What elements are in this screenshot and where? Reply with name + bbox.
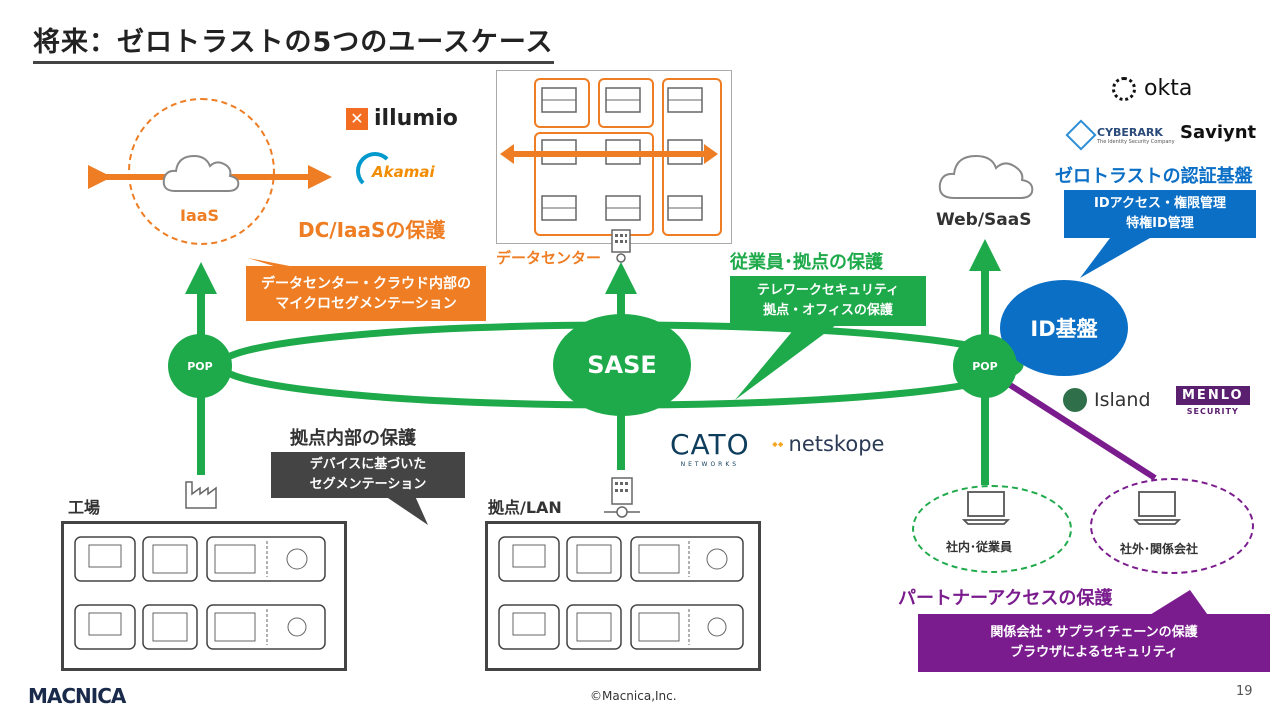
internal-employee-label: 社内･従業員 xyxy=(946,540,1013,554)
akamai-icon xyxy=(356,152,394,190)
okta-icon xyxy=(1112,76,1136,101)
illumio-icon: ✕ xyxy=(346,107,368,130)
dc-rack-group-2 xyxy=(598,78,654,128)
netskope-icon: ⬩⬩ xyxy=(772,434,784,453)
branch-devices xyxy=(498,536,744,650)
menlo-logo: MENLO SECURITY xyxy=(1176,386,1250,416)
page-title: 将来：ゼロトラストの5つのユースケース xyxy=(33,20,554,64)
bubble-tail-branch xyxy=(385,496,428,525)
cyberark-icon xyxy=(1065,119,1097,151)
external-partner-label: 社外･関係会社 xyxy=(1120,542,1199,556)
okta-logo: okta xyxy=(1112,76,1192,101)
server-icons xyxy=(500,87,718,221)
iaas-label: IaaS xyxy=(180,206,220,225)
datacenter-label: データセンター xyxy=(496,249,602,267)
page-number: 19 xyxy=(1236,684,1253,699)
usecase-branch-box: デバイスに基づいた セグメンテーション xyxy=(271,452,465,498)
copyright-text: ©Macnica,Inc. xyxy=(590,689,677,703)
building-icon xyxy=(611,229,631,263)
usecase-dc-box: データセンター・クラウド内部の マイクロセグメンテーション xyxy=(246,266,486,321)
bubble-tail-partner xyxy=(1145,590,1210,618)
island-logo: Island xyxy=(1063,388,1151,412)
iaas-zone xyxy=(128,98,275,245)
branch-lan-label: 拠点/LAN xyxy=(488,498,562,517)
netskope-logo: ⬩⬩ netskope xyxy=(772,432,885,456)
cato-logo: CATO NETWORKS xyxy=(670,428,750,468)
dc-rack-group-4 xyxy=(534,132,654,236)
island-icon xyxy=(1063,388,1087,412)
bubble-tail-auth xyxy=(1080,238,1150,278)
external-partner-zone xyxy=(1090,478,1254,574)
branch-building-icon xyxy=(604,477,640,518)
usecase-auth-box: IDアクセス・権限管理 特権ID管理 xyxy=(1064,190,1256,238)
line-partner-pop xyxy=(1008,382,1157,481)
cyberark-logo: CYBERARK The Identity Security Company xyxy=(1065,119,1175,151)
factory-icon xyxy=(185,481,217,509)
saviynt-logo: Saviynt xyxy=(1180,122,1257,143)
pop-left-node: POP xyxy=(168,334,232,398)
internal-employee-zone xyxy=(912,485,1072,573)
saas-cloud-icon xyxy=(938,154,1034,199)
usecase-branch-heading: 拠点内部の保護 xyxy=(290,428,416,449)
illumio-logo: ✕ illumio xyxy=(346,106,458,131)
bubble-tail-employee xyxy=(735,322,840,400)
macnica-logo: MACNICA xyxy=(28,684,126,708)
dc-rack-group-1 xyxy=(534,78,590,128)
factory-label: 工場 xyxy=(68,498,101,517)
web-saas-label: Web/SaaS xyxy=(936,210,1032,230)
sase-node: SASE xyxy=(553,314,691,416)
usecase-employee-heading: 従業員･拠点の保護 xyxy=(730,252,883,273)
usecase-employee-box: テレワークセキュリティ 拠点・オフィスの保護 xyxy=(730,276,926,326)
usecase-auth-heading: ゼロトラストの認証基盤 xyxy=(1055,166,1253,187)
usecase-partner-heading: パートナーアクセスの保護 xyxy=(898,588,1113,609)
bubble-tail-dc xyxy=(248,258,300,268)
id-platform-node: ID基盤 xyxy=(1000,280,1128,376)
pop-right-node: POP xyxy=(953,334,1017,398)
cloud-icon xyxy=(162,154,240,192)
factory-devices xyxy=(74,536,326,650)
akamai-logo: Akamai xyxy=(356,152,435,190)
usecase-dc-heading: DC/IaaSの保護 xyxy=(298,218,446,242)
partner-laptop-icon xyxy=(1133,491,1181,525)
usecase-partner-box: 関係会社・サプライチェーンの保護 ブラウザによるセキュリティ xyxy=(918,614,1270,672)
employee-laptop-icon xyxy=(962,491,1010,525)
